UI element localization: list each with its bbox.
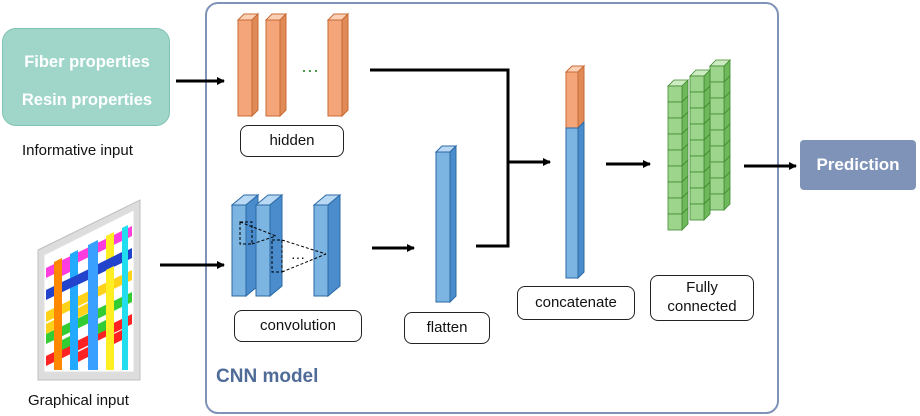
fc-cell — [667, 165, 683, 183]
prediction-box: Prediction — [800, 140, 916, 190]
fc-cell — [709, 161, 725, 179]
flatten-label: flatten — [404, 312, 490, 344]
cnn-model-title: CNN model — [216, 366, 319, 387]
fc-cell — [689, 75, 705, 93]
fc-cell — [667, 117, 683, 135]
fc-cell — [709, 113, 725, 131]
fully-connected-stack — [667, 59, 731, 231]
fc-cell — [667, 101, 683, 119]
fc-cell — [667, 85, 683, 103]
line-hidden-merge — [370, 68, 510, 164]
informative-input-box: Fiber properties Resin properties — [2, 28, 170, 126]
hidden-layer-stack — [236, 12, 350, 118]
fc-cell — [709, 193, 725, 211]
fc-cell — [689, 123, 705, 141]
fc-cell — [709, 177, 725, 195]
hidden-ellipsis: ··· — [301, 60, 319, 80]
fc-cell — [689, 155, 705, 173]
convolution-label: convolution — [234, 310, 362, 342]
convolution-layer-stack — [230, 193, 342, 298]
fc-cell — [667, 181, 683, 199]
fc-cell — [667, 197, 683, 215]
fc-cell — [667, 133, 683, 151]
concatenate-label: concatenate — [517, 286, 635, 320]
fc-cell — [667, 213, 683, 231]
hidden-label: hidden — [240, 125, 344, 157]
graphical-input-caption: Graphical input — [28, 392, 129, 409]
fc-cell — [689, 203, 705, 221]
woven-fabric-image — [37, 199, 141, 381]
resin-properties-text: Resin properties — [21, 91, 153, 109]
fully-connected-label: Fully connected — [650, 275, 754, 321]
fc-cell — [709, 81, 725, 99]
fc-cell — [709, 65, 725, 83]
fiber-properties-text: Fiber properties — [24, 53, 150, 71]
fc-cell — [667, 149, 683, 167]
flatten-layer — [434, 144, 458, 304]
concatenate-layer — [564, 64, 586, 280]
line-flatten-merge — [476, 162, 510, 248]
fc-cell — [689, 91, 705, 109]
fc-cell — [689, 171, 705, 189]
fc-cell — [689, 187, 705, 205]
cnn-model-container — [205, 2, 779, 414]
conv-ellipsis: ··· — [291, 249, 305, 265]
fc-cell — [689, 107, 705, 125]
fc-cell — [709, 97, 725, 115]
fc-cell — [709, 145, 725, 163]
fc-cell — [689, 139, 705, 157]
informative-input-caption: Informative input — [22, 142, 133, 159]
fc-cell — [709, 129, 725, 147]
